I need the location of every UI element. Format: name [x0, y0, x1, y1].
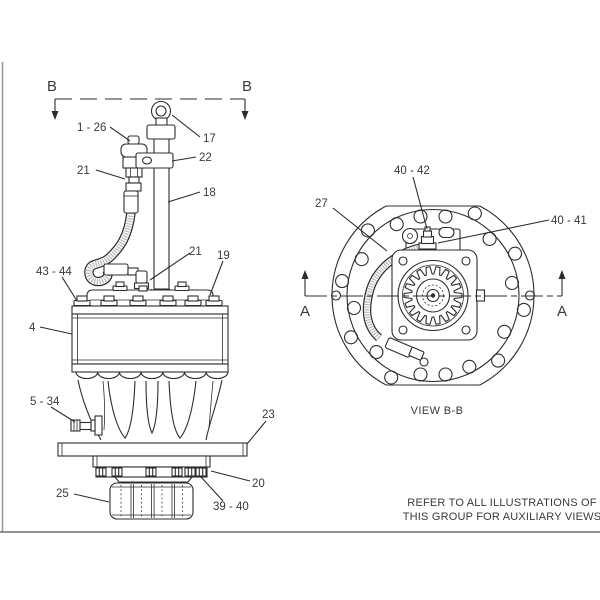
drain-plug	[70, 415, 103, 436]
footer-note-line2: THIS GROUP FOR AUXILIARY VIEWS	[403, 511, 600, 523]
callout-drain-plug: 5 - 34	[30, 396, 60, 408]
callout-hose: 27	[315, 198, 328, 210]
section-letter-b-right: B	[242, 78, 252, 95]
leader-retainer	[210, 470, 251, 482]
callout-eyebolt: 17	[203, 133, 216, 145]
breather-assembly	[120, 135, 148, 214]
callout-upper-fitting: 21	[77, 165, 90, 177]
callout-lower-fitting: 21	[189, 246, 202, 258]
callout-tube: 18	[203, 187, 216, 199]
leader-top-fitting	[412, 176, 428, 230]
footer-note: REFER TO ALL ILLUSTRATIONS OF THIS GROUP…	[403, 497, 600, 523]
tube-clamp	[135, 152, 174, 169]
fitting-boss	[401, 227, 419, 245]
leader-motor-cover	[209, 260, 224, 296]
callout-mounting-flange: 23	[262, 409, 275, 421]
retainer-bolts	[95, 467, 207, 477]
retainer-hub	[92, 455, 211, 483]
leader-housing	[39, 326, 73, 335]
leader-lines-main	[39, 114, 267, 503]
top-fitting-group	[401, 226, 455, 250]
leader-tube	[167, 191, 201, 203]
leader-side-fitting	[437, 219, 550, 244]
section-line-bb	[51, 98, 249, 120]
callout-cover-bolts: 43 - 44	[36, 266, 72, 278]
leader-mounting-flange	[246, 420, 267, 445]
leader-drain-plug	[50, 406, 76, 423]
section-line-aa	[301, 270, 566, 297]
cover-top-bolts	[112, 281, 190, 292]
section-letter-a-left: A	[300, 303, 310, 320]
view-bb-title: VIEW B-B	[411, 405, 464, 417]
callout-clamp: 22	[199, 152, 212, 164]
view-bb: 40 - 42 27 40 - 41 A A VIEW B-B	[300, 165, 587, 417]
hose	[84, 212, 150, 293]
pinion-splines	[120, 484, 183, 518]
side-plug	[438, 226, 455, 239]
leader-breather	[109, 126, 131, 142]
callout-retainer: 20	[252, 478, 265, 490]
leader-upper-fitting	[95, 169, 126, 180]
footer-note-line1: REFER TO ALL ILLUSTRATIONS OF	[407, 497, 596, 509]
leader-lower-fitting	[149, 252, 191, 281]
callout-retainer-bolts: 39 - 40	[213, 501, 249, 513]
leader-eyebolt	[171, 114, 201, 138]
leader-cover-bolts	[61, 276, 78, 302]
section-letter-b-left: B	[47, 78, 57, 95]
leader-hose	[332, 207, 388, 252]
leader-pinion	[73, 493, 110, 503]
housing	[71, 295, 229, 380]
callout-side-fitting: 40 - 41	[551, 215, 587, 227]
gear-teeth	[403, 266, 463, 325]
pinion	[109, 482, 194, 520]
lifting-eyebolt	[146, 100, 176, 140]
leader-retainer-bolts	[200, 476, 224, 502]
callout-pinion: 25	[56, 488, 69, 500]
section-letter-a-right: A	[557, 303, 567, 320]
mounting-flange	[57, 442, 248, 457]
callout-top-fitting: 40 - 42	[394, 165, 430, 177]
leader-clamp	[171, 156, 197, 162]
callout-motor-cover: 19	[217, 250, 230, 262]
callout-breather: 1 - 26	[77, 122, 106, 134]
callout-housing: 4	[29, 322, 36, 334]
